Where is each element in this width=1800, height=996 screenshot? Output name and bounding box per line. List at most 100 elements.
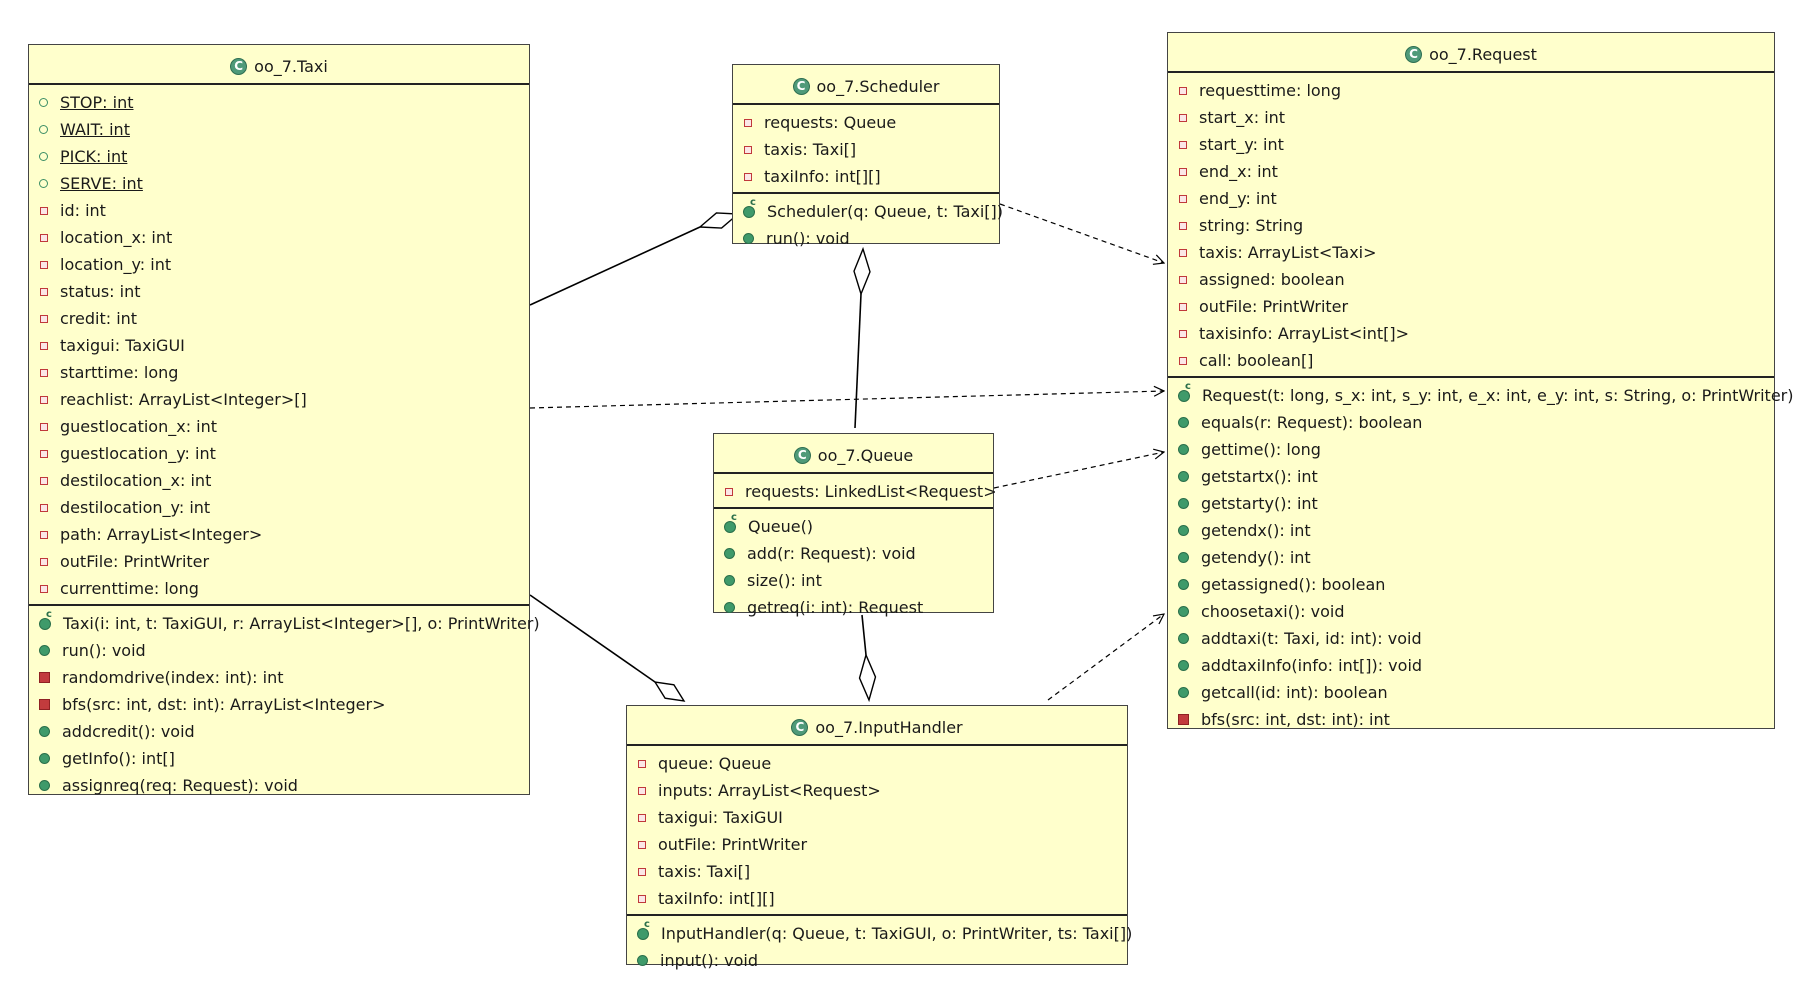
field-location-y[interactable]: location_y: int [29,251,529,278]
private-icon [744,172,752,181]
public-method-icon [724,575,735,586]
method-addtaxi[interactable]: addtaxi(t: Taxi, id: int): void [1168,625,1774,652]
method-getendx[interactable]: getendx(): int [1168,517,1774,544]
field-start-x[interactable]: start_x: int [1168,104,1774,131]
method-getcall[interactable]: getcall(id: int): boolean [1168,679,1774,706]
member-text: location_x: int [60,228,173,247]
field-starttime[interactable]: starttime: long [29,359,529,386]
field-assigned[interactable]: assigned: boolean [1168,266,1774,293]
private-icon [638,786,646,795]
private-icon [40,314,48,323]
field-queue[interactable]: queue: Queue [627,750,1127,777]
method-bfs[interactable]: bfs(src: int, dst: int): ArrayList<Integ… [29,691,529,718]
field-destilocation-y[interactable]: destilocation_y: int [29,494,529,521]
field-guestlocation-y[interactable]: guestlocation_y: int [29,440,529,467]
field-call[interactable]: call: boolean[] [1168,347,1774,374]
field-status[interactable]: status: int [29,278,529,305]
method-request[interactable]: Request(t: long, s_x: int, s_y: int, e_x… [1168,381,1794,409]
method-addcredit[interactable]: addcredit(): void [29,718,529,745]
member-text: getcall(id: int): boolean [1201,683,1388,702]
private-icon [1179,356,1187,365]
class-icon [793,446,811,464]
field-taxiinfo[interactable]: taxiInfo: int[][] [627,885,1127,912]
method-run[interactable]: run(): void [733,225,999,252]
member-text: InputHandler(q: Queue, t: TaxiGUI, o: Pr… [661,924,1133,943]
method-equals[interactable]: equals(r: Request): boolean [1168,409,1774,436]
field-serve[interactable]: SERVE: int [29,170,529,197]
method-assignreq[interactable]: assignreq(req: Request): void [29,772,529,799]
field-credit[interactable]: credit: int [29,305,529,332]
method-choosetaxi[interactable]: choosetaxi(): void [1168,598,1774,625]
class-icon [791,718,809,736]
field-currenttime[interactable]: currenttime: long [29,575,529,602]
field-requests[interactable]: requests: Queue [733,109,999,136]
method-getassigned[interactable]: getassigned(): boolean [1168,571,1774,598]
private-icon [1179,248,1187,257]
public-method-icon [1178,687,1189,698]
field-requests[interactable]: requests: LinkedList<Request> [714,478,997,505]
field-taxis[interactable]: taxis: ArrayList<Taxi> [1168,239,1774,266]
method-taxi[interactable]: Taxi(i: int, t: TaxiGUI, r: ArrayList<In… [29,609,540,637]
method-getendy[interactable]: getendy(): int [1168,544,1774,571]
field-inputs[interactable]: inputs: ArrayList<Request> [627,777,1127,804]
method-bfs[interactable]: bfs(src: int, dst: int): int [1168,706,1774,733]
method-inputhandler[interactable]: InputHandler(q: Queue, t: TaxiGUI, o: Pr… [627,919,1132,947]
field-taxis[interactable]: taxis: Taxi[] [627,858,1127,885]
member-text: path: ArrayList<Integer> [60,525,263,544]
field-destilocation-x[interactable]: destilocation_x: int [29,467,529,494]
field-id[interactable]: id: int [29,197,529,224]
method-run[interactable]: run(): void [29,637,529,664]
field-location-x[interactable]: location_x: int [29,224,529,251]
field-outfile[interactable]: outFile: PrintWriter [1168,293,1774,320]
field-taxigui[interactable]: taxigui: TaxiGUI [627,804,1127,831]
field-string[interactable]: string: String [1168,212,1774,239]
method-randomdrive[interactable]: randomdrive(index: int): int [29,664,529,691]
member-text: SERVE: int [60,174,143,193]
field-outfile[interactable]: outFile: PrintWriter [29,548,529,575]
member-text: WAIT: int [60,120,130,139]
method-getstartx[interactable]: getstartx(): int [1168,463,1774,490]
method-gettime[interactable]: gettime(): long [1168,436,1774,463]
method-getinfo[interactable]: getInfo(): int[] [29,745,529,772]
method-add[interactable]: add(r: Request): void [714,540,993,567]
method-input[interactable]: input(): void [627,947,1127,974]
method-queue[interactable]: Queue() [714,512,993,540]
field-end-y[interactable]: end_y: int [1168,185,1774,212]
field-taxiinfo[interactable]: taxiInfo: int[][] [733,163,999,190]
field-taxis[interactable]: taxis: Taxi[] [733,136,999,163]
member-text: taxigui: TaxiGUI [60,336,185,355]
member-text: run(): void [62,641,146,660]
method-getstarty[interactable]: getstarty(): int [1168,490,1774,517]
method-getreq[interactable]: getreq(i: int): Request [714,594,993,621]
field-wait[interactable]: WAIT: int [29,116,529,143]
public-method-icon [39,753,50,764]
method-addtaxiinfo[interactable]: addtaxiInfo(info: int[]): void [1168,652,1774,679]
method-size[interactable]: size(): int [714,567,993,594]
field-taxisinfo[interactable]: taxisinfo: ArrayList<int[]> [1168,320,1774,347]
field-taxigui[interactable]: taxigui: TaxiGUI [29,332,529,359]
field-path[interactable]: path: ArrayList<Integer> [29,521,529,548]
method-scheduler[interactable]: Scheduler(q: Queue, t: Taxi[]) [733,197,1003,225]
field-pick[interactable]: PICK: int [29,143,529,170]
field-requesttime[interactable]: requesttime: long [1168,77,1774,104]
class-fields-section: queue: Queue inputs: ArrayList<Request> ta… [627,746,1127,916]
field-start-y[interactable]: start_y: int [1168,131,1774,158]
member-text: inputs: ArrayList<Request> [658,781,881,800]
public-method-icon [1178,525,1189,536]
field-reachlist[interactable]: reachlist: ArrayList<Integer>[] [29,386,529,413]
aggregation-diamond-input_handler [653,681,686,702]
field-guestlocation-x[interactable]: guestlocation_x: int [29,413,529,440]
field-stop[interactable]: STOP: int [29,89,529,116]
class-name: oo_7.Request [1429,44,1537,64]
field-outfile[interactable]: outFile: PrintWriter [627,831,1127,858]
dependency-arrow-taxi-to-request [529,391,1164,409]
public-method-icon [637,955,648,966]
dependency-arrow-queue-to-request [993,452,1164,489]
dependency-arrow-scheduler-to-request [999,203,1164,263]
field-end-x[interactable]: end_x: int [1168,158,1774,185]
